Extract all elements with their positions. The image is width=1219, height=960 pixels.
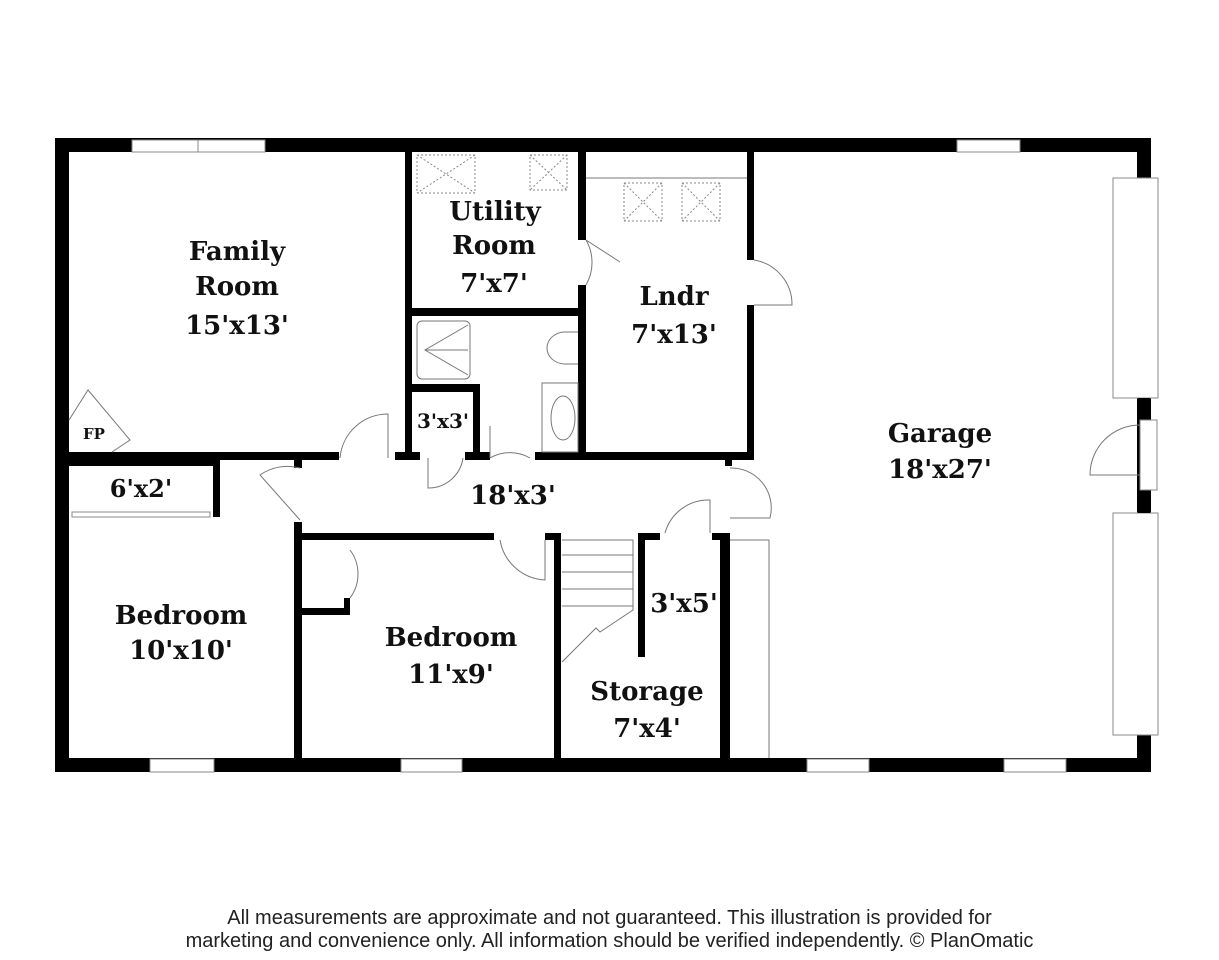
garage-size: 18'x27' xyxy=(888,455,992,485)
bedroom2-name: Bedroom xyxy=(385,623,518,653)
closet-3x3-size: 3'x3' xyxy=(417,409,469,433)
closet-6x2-size: 6'x2' xyxy=(110,474,172,503)
garage-name: Garage xyxy=(888,419,992,449)
hall-size: 18'x3' xyxy=(470,481,556,511)
disclaimer-line-2: marketing and convenience only. All info… xyxy=(185,930,1034,952)
windows xyxy=(71,139,1159,773)
storage-name: Storage xyxy=(590,677,703,707)
laundry-size: 7'x13' xyxy=(631,320,717,350)
fireplace-label: FP xyxy=(83,425,105,443)
doors xyxy=(259,239,1141,599)
laundry-name: Lndr xyxy=(639,282,708,312)
utility-room-size: 7'x7' xyxy=(460,269,528,299)
bedroom1-size: 10'x10' xyxy=(129,636,233,666)
disclaimer-line-1: All measurements are approximate and not… xyxy=(227,907,992,929)
bedroom1-name: Bedroom xyxy=(115,601,248,631)
storage-size: 7'x4' xyxy=(613,714,681,744)
fixtures xyxy=(68,154,770,758)
utility-room-name-1: Utility xyxy=(449,197,541,227)
family-room-name-2: Room xyxy=(195,272,279,302)
bedroom2-size: 11'x9' xyxy=(408,660,494,690)
family-room-name-1: Family xyxy=(189,237,286,267)
family-room-size: 15'x13' xyxy=(185,311,289,341)
closet-3x5-size: 3'x5' xyxy=(650,589,718,619)
utility-room-name-2: Room xyxy=(452,231,536,261)
